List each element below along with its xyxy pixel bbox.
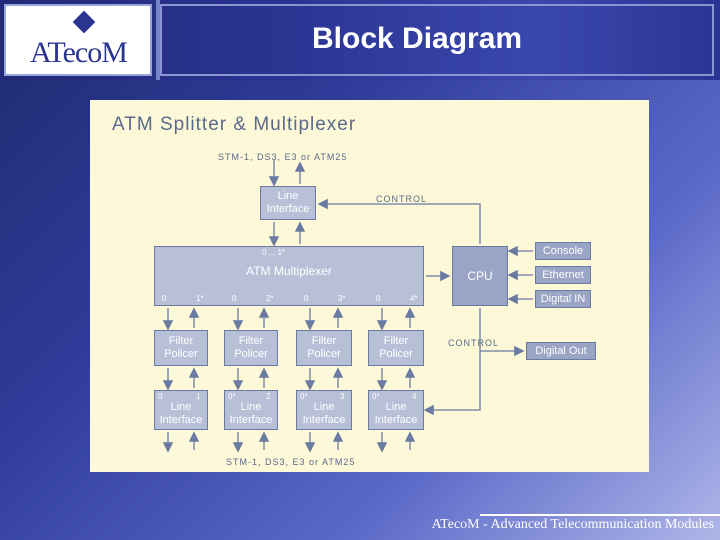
- footer-text: ATecoM - Advanced Telecommunication Modu…: [431, 517, 714, 532]
- line-interface-2: Line Interface: [224, 390, 278, 430]
- filter-policer-2: Filter Policer: [224, 330, 278, 366]
- logo-text: ATecoM: [30, 36, 128, 69]
- wire-control-top: [317, 198, 481, 244]
- mux-port-3a: 0: [304, 294, 309, 303]
- line-interface-3-port-a: 0*: [300, 392, 308, 401]
- atm-multiplexer-label: ATM Multiplexer: [246, 264, 332, 278]
- mux-port-4a: 0: [376, 294, 381, 303]
- mux-port-2b: 2*: [266, 294, 274, 303]
- line-interface-4: Line Interface: [368, 390, 424, 430]
- logo-diamond-icon: [72, 10, 96, 34]
- mux-port-1b: 1*: [196, 294, 204, 303]
- line-interface-2-label: Line Interface: [229, 401, 273, 426]
- top-input-label: STM-1, DS3, E3 or ATM25: [218, 152, 348, 162]
- console-block: Console: [535, 242, 591, 260]
- diagram-wires: [162, 160, 533, 453]
- control-bottom-label: CONTROL: [448, 338, 500, 348]
- page-title: Block Diagram: [312, 22, 523, 55]
- line-interface-3-port-b: 3: [340, 392, 345, 401]
- filter-policer-4: Filter Policer: [368, 330, 424, 366]
- block-diagram: ATM Splitter & Multiplexer STM-1, DS3, E…: [90, 100, 649, 472]
- logo: ATecoM: [4, 4, 152, 76]
- line-interface-1: Line Interface: [154, 390, 208, 430]
- line-interface-1-label: Line Interface: [159, 401, 203, 426]
- mux-top-ports: 0 ... 1*: [262, 248, 286, 257]
- wire-channels: [162, 307, 416, 453]
- digital-out-block: Digital Out: [526, 342, 596, 360]
- bottom-output-label: STM-1, DS3, E3 or ATM25: [226, 457, 356, 467]
- mux-port-1a: 0: [162, 294, 167, 303]
- mux-port-4b: 4*: [410, 294, 418, 303]
- wire-control-bottom: [423, 308, 481, 416]
- title-frame: [160, 4, 714, 76]
- header-divider: [156, 0, 160, 80]
- filter-policer-1: Filter Policer: [154, 330, 208, 366]
- control-top-label: CONTROL: [376, 194, 428, 204]
- line-interface-4-port-a: 0*: [372, 392, 380, 401]
- line-interface-1-port-a: 0: [158, 392, 163, 401]
- line-interface-2-port-b: 2: [266, 392, 271, 401]
- atm-multiplexer: ATM Multiplexer: [154, 246, 424, 306]
- mux-port-3b: 3*: [338, 294, 346, 303]
- mux-port-2a: 0: [232, 294, 237, 303]
- digital-in-block: Digital IN: [535, 290, 591, 308]
- footer-divider: [480, 514, 720, 516]
- line-interface-4-label: Line Interface: [374, 401, 418, 426]
- line-interface-3-label: Line Interface: [302, 401, 346, 426]
- line-interface-4-port-b: 4: [412, 392, 417, 401]
- line-interface-1-port-b: 1: [196, 392, 201, 401]
- diagram-title: ATM Splitter & Multiplexer: [112, 114, 357, 135]
- ethernet-block: Ethernet: [535, 266, 591, 284]
- line-interface-3: Line Interface: [296, 390, 352, 430]
- line-interface-2-port-a: 0*: [228, 392, 236, 401]
- line-interface-top: Line Interface: [260, 186, 316, 220]
- filter-policer-3: Filter Policer: [296, 330, 352, 366]
